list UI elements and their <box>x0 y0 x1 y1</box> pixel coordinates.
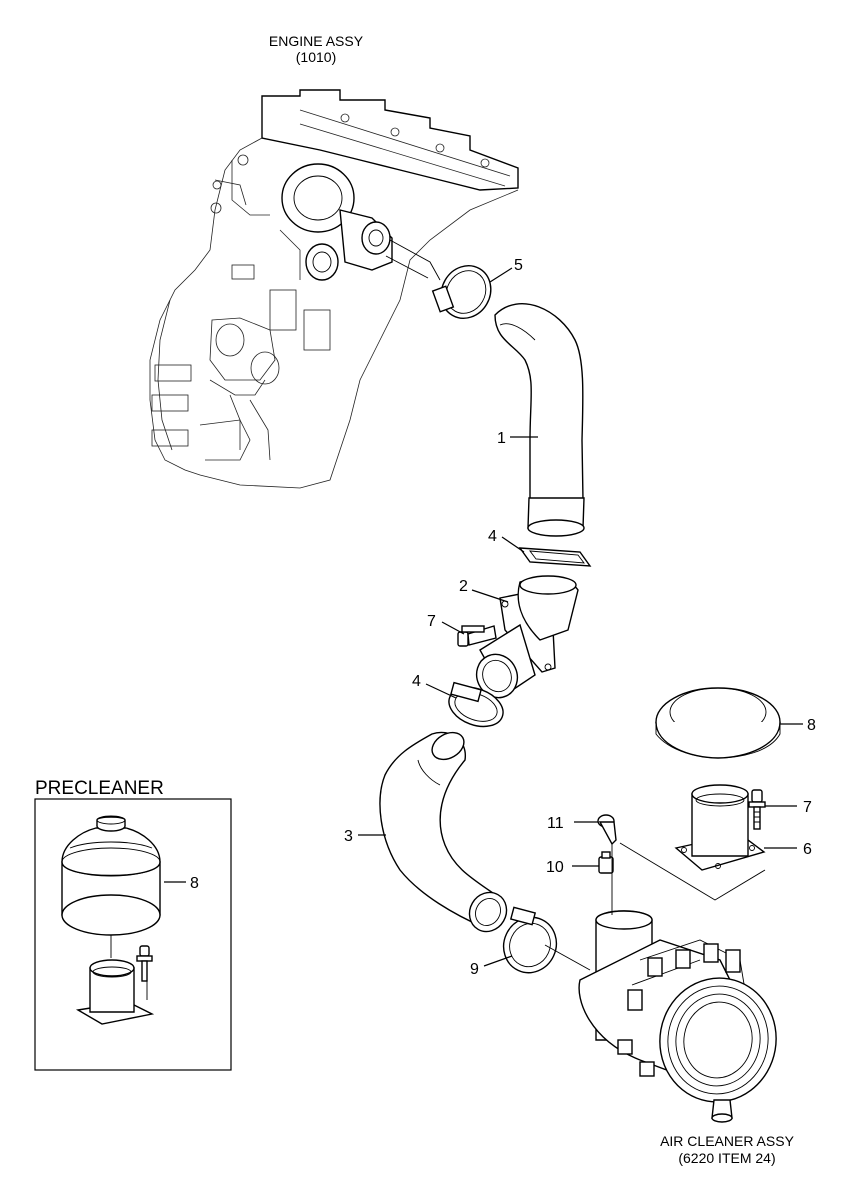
callout-9: 9 <box>470 961 479 978</box>
callout-4-upper: 4 <box>488 528 497 545</box>
engine-assy-caption: ENGINE ASSY <box>269 33 364 49</box>
hose-part-3 <box>379 731 508 933</box>
engine-assy-number: (1010) <box>296 49 336 65</box>
leader-lines <box>164 267 803 967</box>
air-cleaner-assy-number: (6220 ITEM 24) <box>678 1150 775 1166</box>
assembly-line-6 <box>619 842 766 901</box>
callout-10: 10 <box>546 859 564 876</box>
callout-8-precleaner: 8 <box>190 875 199 892</box>
callout-7-upper: 7 <box>427 613 436 630</box>
callout-5: 5 <box>514 257 523 274</box>
adapter-part-10 <box>598 851 614 874</box>
callout-11: 11 <box>547 815 564 832</box>
bolt-part-7-upper <box>457 625 497 647</box>
engine-assembly <box>149 89 519 489</box>
callout-numbers: 5 1 4 2 7 4 8 3 11 7 10 6 9 <box>344 257 816 978</box>
indicator-part-11 <box>597 814 617 846</box>
callout-6: 6 <box>803 841 812 858</box>
air-cleaner-assy-caption: AIR CLEANER ASSY <box>660 1133 794 1149</box>
clamp-part-4-middle <box>448 681 504 728</box>
inlet-part-6 <box>674 784 766 871</box>
callout-4-middle: 4 <box>412 673 421 690</box>
precleaner-bolt <box>136 945 153 1000</box>
cap-part-8-right <box>655 687 781 759</box>
assembly-line-9 <box>544 944 591 971</box>
clamp-part-5 <box>431 265 492 319</box>
callout-8-right: 8 <box>807 717 816 734</box>
callout-7-right: 7 <box>803 799 812 816</box>
air-cleaner-assembly <box>578 910 777 1123</box>
hose-part-1 <box>494 303 585 537</box>
elbow-part-2 <box>475 575 579 699</box>
bolt-part-7-right <box>748 789 766 830</box>
precleaner-inlet <box>75 959 155 1025</box>
clamp-part-9 <box>502 906 558 974</box>
precleaner-frame <box>34 798 232 1071</box>
callout-3: 3 <box>344 828 353 845</box>
gasket-part-4-upper <box>518 547 592 567</box>
precleaner-bowl-part-8 <box>61 815 161 936</box>
callout-2: 2 <box>459 578 468 595</box>
precleaner-title: PRECLEANER <box>35 778 164 799</box>
callout-1: 1 <box>497 430 506 447</box>
precleaner-inset: PRECLEANER 8 <box>34 778 232 1071</box>
